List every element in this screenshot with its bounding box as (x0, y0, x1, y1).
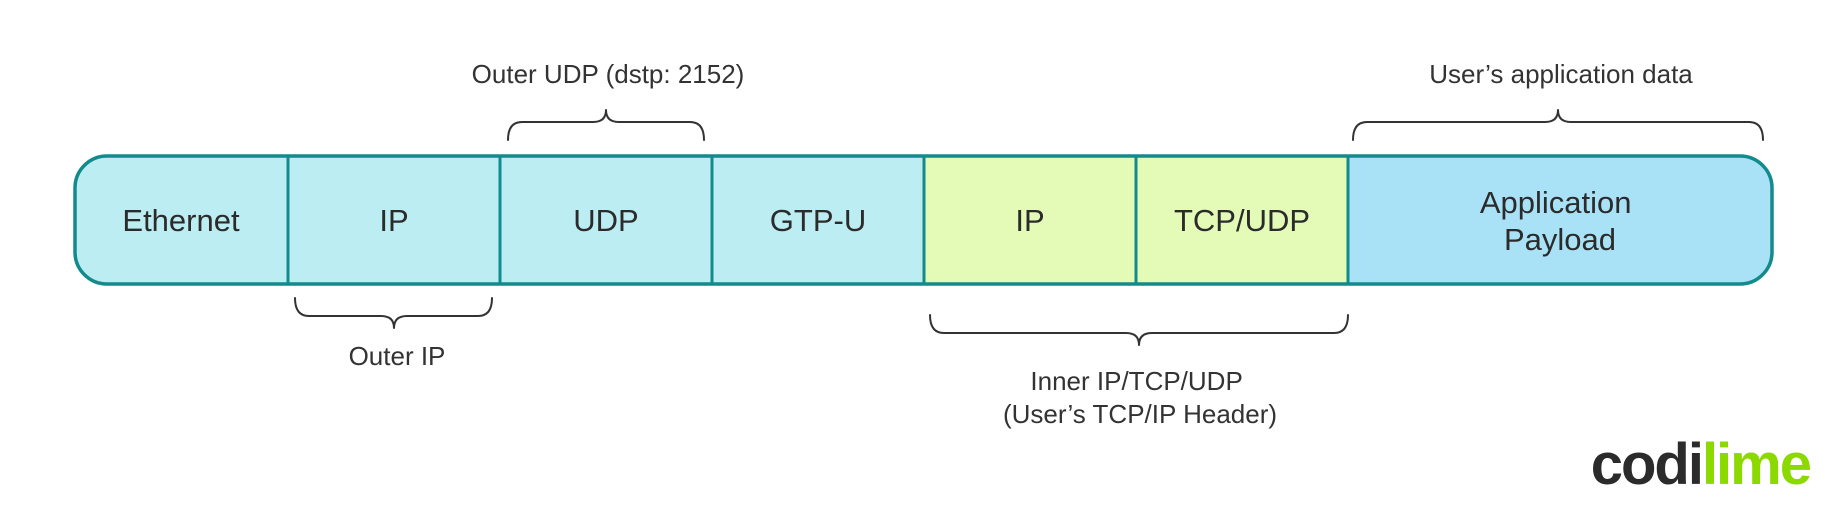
brace-outer-ip (294, 297, 493, 329)
segment-inner-tcp-udp (1136, 156, 1348, 284)
annotation-outer-ip: Outer IP (349, 341, 446, 371)
brace-user-app-data (1352, 109, 1764, 141)
segment-ethernet (75, 156, 288, 284)
segment-label-application-payload: Application Payload (1480, 185, 1640, 257)
logo-text-lime: lime (1702, 432, 1811, 497)
brace-inner-headers (929, 314, 1349, 346)
annotation-outer-udp: Outer UDP (dstp: 2152) (472, 59, 745, 89)
packet-bar: Ethernet IP UDP GTP-U IP TCP/UDP Applica… (73, 154, 1774, 286)
segment-inner-ip (924, 156, 1136, 284)
segment-outer-ip (288, 156, 500, 284)
segment-label-outer-udp: UDP (573, 203, 638, 238)
segment-outer-udp (500, 156, 712, 284)
annotation-inner-headers: Inner IP/TCP/UDP (User’s TCP/IP Header) (1003, 366, 1277, 429)
brace-outer-udp (507, 109, 705, 141)
segment-gtp-u (712, 156, 924, 284)
packet-bar-outline (73, 154, 1774, 286)
svg-text:codilime: codilime (1591, 432, 1811, 497)
logo-text-codi: codi (1591, 432, 1702, 497)
segment-label-inner-ip: IP (1015, 203, 1044, 238)
segment-label-gtp-u: GTP-U (770, 203, 866, 238)
codilime-logo: codilime (1591, 432, 1813, 497)
segment-application-payload (1348, 156, 1772, 284)
annotation-user-app-data: User’s application data (1429, 59, 1693, 89)
segment-label-inner-tcp-udp: TCP/UDP (1174, 203, 1310, 238)
segment-label-outer-ip: IP (379, 203, 408, 238)
segment-label-ethernet: Ethernet (122, 203, 240, 238)
